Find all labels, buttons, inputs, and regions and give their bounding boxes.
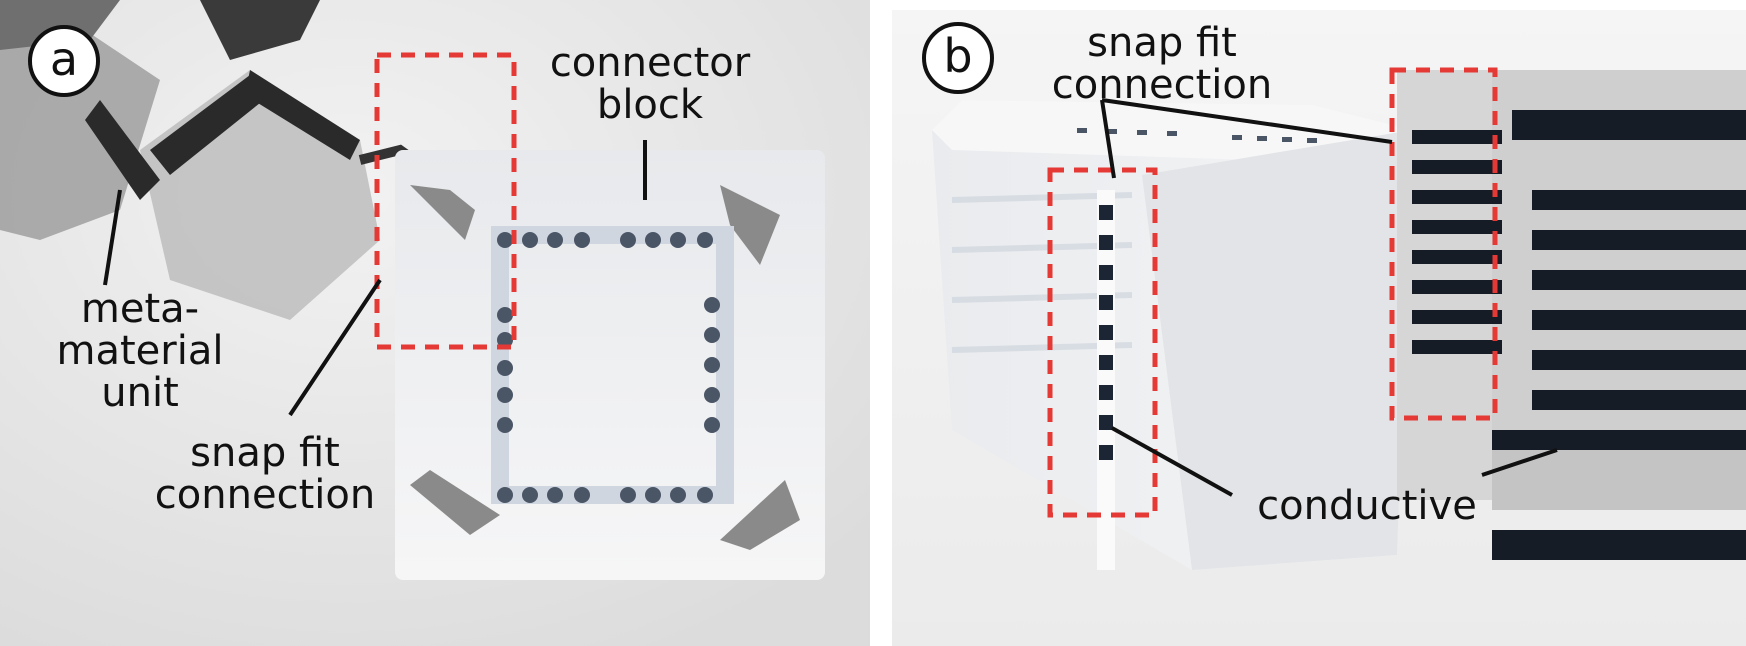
- snap-fit-label-b: snap fit connection: [1051, 20, 1273, 108]
- conductive-dots: [497, 232, 720, 503]
- right-block-graphic: [1397, 70, 1746, 560]
- panel-b-letter: b: [922, 22, 994, 94]
- conductive-leader-left: [1111, 426, 1233, 497]
- connector-block-graphic: [395, 150, 825, 580]
- snap-fit-leader-left: [1100, 99, 1116, 179]
- conductive-leader-right: [1481, 448, 1558, 477]
- snap-fit-leader-right: [1101, 98, 1393, 144]
- panel-a-photo: [0, 0, 870, 646]
- metamaterial-unit-graphic: [0, 0, 473, 320]
- panel-a-letter: a: [28, 25, 100, 97]
- white-block-graphic: [932, 100, 1412, 570]
- panel-b-photo: [892, 10, 1746, 646]
- snap-fit-label-a: snap fit connection: [154, 430, 376, 518]
- panel-b: b snap fit connection conductive: [892, 10, 1746, 646]
- snap-fit-highlight-box-left: [1047, 167, 1158, 518]
- conductive-trace-slot: [1099, 205, 1113, 460]
- metamaterial-unit-label: meta- material unit: [56, 286, 224, 416]
- metamaterial-leader: [103, 189, 122, 286]
- panel-a: a connector block meta- material unit sn…: [0, 0, 870, 646]
- snap-fit-highlight-box-right: [1389, 67, 1498, 421]
- connector-block-label: connector block: [549, 40, 751, 128]
- snap-fit-leader: [288, 278, 382, 417]
- conductive-label: conductive: [1257, 483, 1477, 529]
